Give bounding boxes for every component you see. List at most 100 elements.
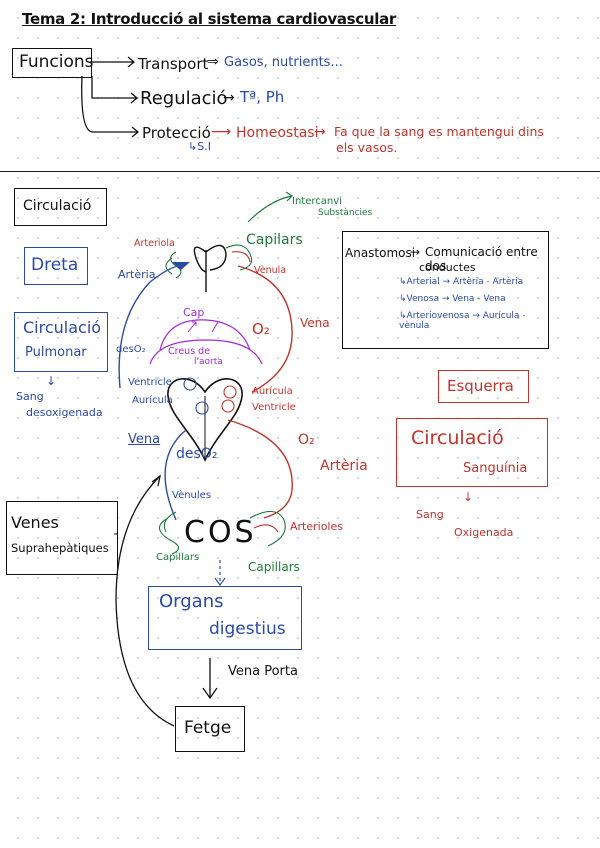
artery-right-label: Artèria [320, 458, 368, 474]
vein-from-lungs [237, 265, 293, 393]
heart-outline [167, 378, 243, 462]
anastomosis-term: Anastomosi [345, 246, 416, 260]
artery-from-heart [227, 419, 293, 519]
regulation-detail: Tª, Ph [240, 88, 285, 106]
deso2-left-label: desO₂ [116, 344, 146, 355]
funcions-label: Funcions [19, 52, 94, 72]
systemic-box: Circulació Sanguínia [396, 418, 548, 487]
cap-arrows [187, 321, 219, 333]
pulmonary-loop [118, 244, 293, 393]
lungs-hook [205, 244, 227, 271]
homeostasis-arrow-1: ⟶ [211, 124, 232, 140]
head-circulation [149, 319, 263, 365]
anastomosis-def-2: conductes [419, 261, 476, 274]
esquerra-label: Esquerra [447, 377, 514, 395]
section-divider [0, 171, 600, 172]
o2-top-label: O₂ [252, 320, 270, 338]
exchange-label-1: Intercanvi [292, 196, 342, 207]
dreta-label: Dreta [31, 255, 79, 275]
portal-vein-label: Vena Porta [228, 664, 298, 679]
lung-capillaries-right [225, 244, 253, 271]
circulacio-label: Circulació [23, 198, 92, 214]
suprahepatic-label-1: Venes [11, 513, 59, 532]
branch-transport [90, 56, 136, 68]
anastomosis-type-3-text: Arteriovenosa → Aurícula - vènula [399, 311, 526, 331]
artery-to-lungs [118, 265, 179, 389]
anastomosis-type-3: ↳Arteriovenosa → Aurícula - vènula [399, 311, 526, 331]
arteriole-top-label: Arteriola [134, 238, 175, 249]
digestive-label-1: Organs [159, 591, 224, 612]
page-title: Tema 2: Introducció al sistema cardiovas… [22, 10, 397, 28]
cap-arch [159, 319, 251, 351]
transport-arrow: ⇒ [207, 54, 219, 70]
left-ventricle-marker [183, 377, 197, 391]
atrium-right-label: Aurícula [252, 386, 293, 397]
cos-label: COS [184, 515, 257, 550]
capillaries-bottom-left-label: Capillars [156, 552, 200, 563]
homeostasis-label: Homeostasi [236, 125, 319, 141]
protection-sub: ↳S.I [188, 140, 211, 153]
regulation-label: Regulació [140, 88, 228, 109]
exchange-label-2: Substàncies [318, 208, 373, 218]
pulmonary-note-1: Sang [16, 390, 44, 403]
homeostasis-arrow-2: → [314, 124, 326, 140]
systemic-note-1: Sang [416, 508, 444, 521]
regulation-arrow: → [223, 90, 235, 106]
systemic-loop [164, 419, 293, 521]
right-atrium-marker [223, 385, 237, 399]
digestive-label-2: digestius [209, 619, 286, 639]
body-capillaries-left [158, 511, 180, 555]
arterioles-bottom-label: Arterioles [290, 520, 343, 533]
digestive-organs-box: Organs digestius [148, 586, 302, 650]
pulmonary-arrow: ↓ [46, 374, 57, 388]
right-ventricle-marker [221, 399, 235, 413]
funcions-box: Funcions [12, 48, 94, 78]
anastomosis-type-1-text: Arterial → Artèria - Artèria [406, 277, 524, 287]
aortic-cross-label-2: l'aorta [194, 357, 223, 367]
pulmonary-label-1: Circulació [23, 318, 102, 337]
esquerra-box: Esquerra [438, 370, 529, 403]
vein-left-label: Vena [128, 432, 161, 447]
transport-detail: Gasos, nutrients... [224, 55, 343, 70]
systemic-arrow: ↓ [463, 490, 474, 504]
anastomosis-type-2: ↳Venosa → Vena - Vena [399, 294, 506, 304]
ventricle-right-label: Ventricle [252, 402, 296, 413]
exchange-arrow [247, 191, 293, 223]
branch-regulation [91, 76, 139, 104]
funcions-branches [81, 56, 140, 138]
vein-right-label: Vena [300, 316, 330, 330]
transport-label: Transport [138, 55, 209, 73]
left-lung-blue-dot [172, 262, 190, 270]
branch-protection [81, 75, 140, 138]
left-atrium-marker [195, 401, 209, 415]
portal-vein-arrow [202, 658, 218, 700]
systemic-note-2: Oxigenada [454, 526, 514, 539]
anastomosis-def-1: Comunicació entre dos [425, 245, 538, 273]
suprahepatic-box: Venes Suprahepàtiques [6, 501, 118, 575]
atrium-left-label: Aurícula [132, 395, 173, 406]
venules-bottom-label: Vènules [172, 490, 212, 501]
homeostasis-detail-1: Fa que la sang es mantengui dins [334, 124, 544, 139]
body-capillaries-right [249, 510, 286, 547]
pulmonary-box: Circulació Pulmonar [14, 312, 108, 372]
anastomosis-arrow: → [410, 245, 421, 259]
systemic-label-2: Sanguínia [463, 461, 528, 476]
systemic-label-1: Circulació [411, 427, 504, 449]
capillaries-top-label: Capilars [246, 232, 303, 248]
circulacio-box: Circulació [14, 188, 107, 226]
artery-left-label: Artèria [118, 268, 156, 281]
aortic-arch [149, 339, 263, 365]
lung-capillaries-left [165, 251, 182, 279]
homeostasis-detail-2: els vasos. [336, 140, 398, 155]
capillaries-bottom-right-label: Capillars [248, 560, 300, 574]
protection-label: Protecció [142, 124, 211, 142]
pulmonary-note-2: desoxigenada [26, 406, 103, 419]
protection-sub-text: S.I [197, 140, 211, 153]
ventricle-left-label: Ventricle [128, 377, 172, 388]
suprahepatic-label-2: Suprahepàtiques [11, 541, 109, 555]
cap-label: Cap [183, 306, 205, 319]
anastomosis-type-1: ↳Arterial → Artèria - Artèria [399, 277, 524, 287]
anastomosis-type-2-text: Venosa → Vena - Vena [406, 294, 506, 304]
aortic-cross-label-1: Creus de [168, 346, 211, 357]
